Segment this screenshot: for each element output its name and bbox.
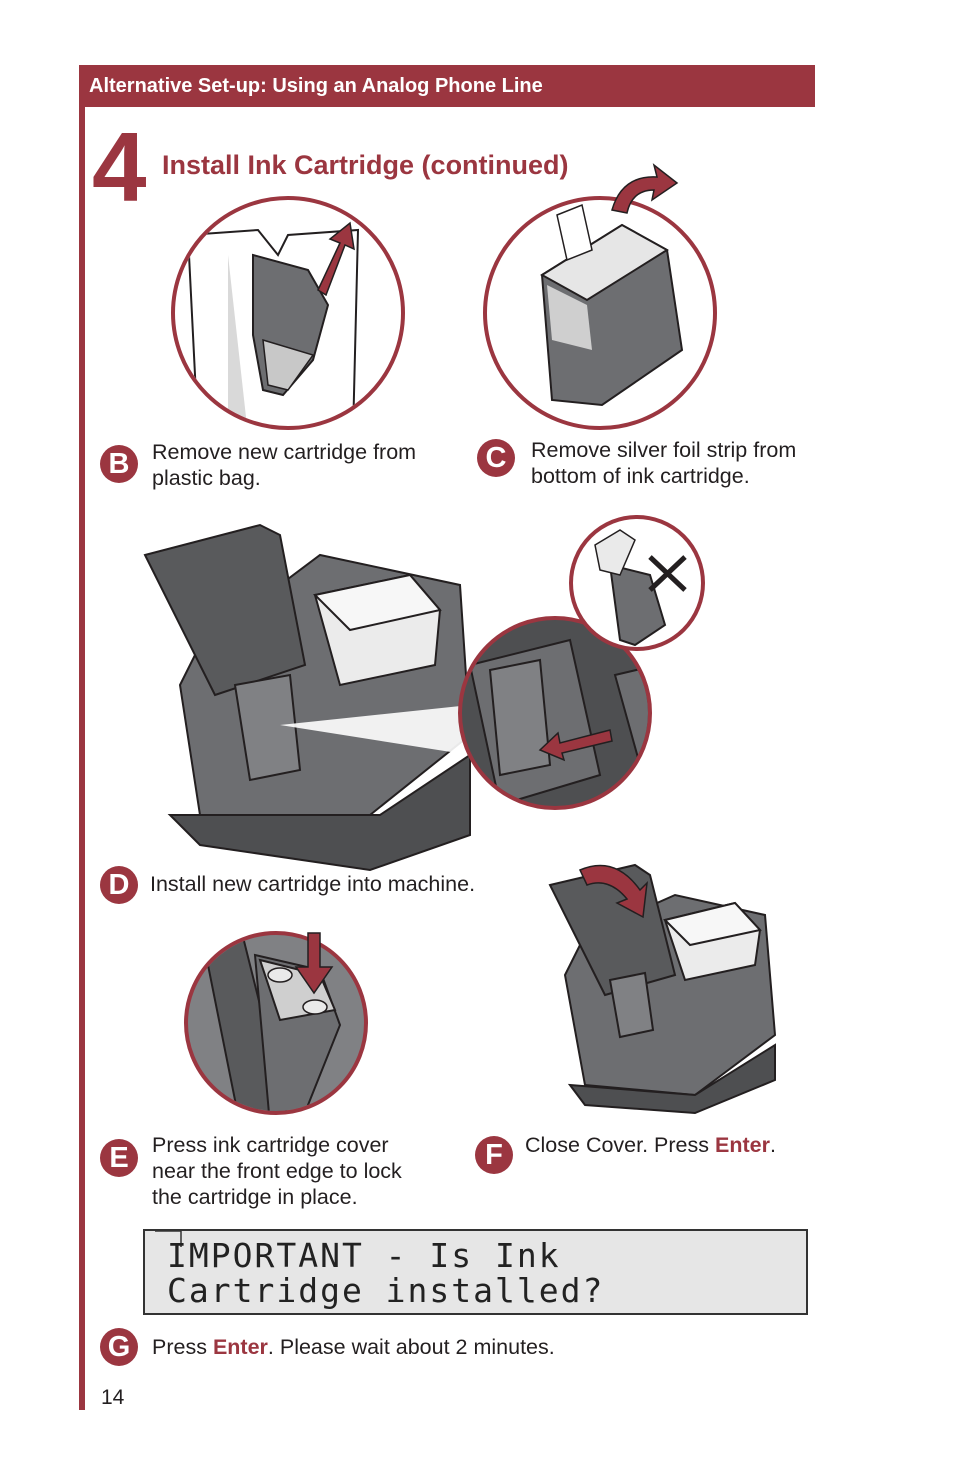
step-title: Install Ink Cartridge (continued) bbox=[162, 150, 569, 180]
step-c-caption: Remove silver foil strip from bottom of … bbox=[531, 438, 797, 488]
not-allowed-x-icon bbox=[648, 555, 687, 592]
step-badge-d: D bbox=[100, 866, 138, 904]
section-header-title: Alternative Set-up: Using an Analog Phon… bbox=[89, 75, 543, 97]
step-e-caption: Press ink cartridge cover near the front… bbox=[152, 1133, 402, 1209]
enter-key-label: Enter bbox=[714, 1133, 770, 1157]
step-g-text: Press bbox=[152, 1335, 213, 1359]
step-f-period: . bbox=[769, 1133, 776, 1157]
step-g-caption: Press Enter. Please wait about 2 minutes… bbox=[152, 1334, 555, 1360]
step-badge-c: C bbox=[477, 439, 515, 477]
step-badge-b: B bbox=[100, 445, 138, 483]
step-f-text: Close Cover. Press bbox=[525, 1133, 715, 1157]
lcd-line-1: IMPORTANT - Is Ink bbox=[167, 1236, 561, 1275]
lift-arrow-icon bbox=[317, 221, 355, 297]
step-number: 4 bbox=[92, 112, 146, 222]
illustration-close-cover bbox=[548, 863, 777, 1115]
insert-arrow-icon bbox=[538, 729, 613, 762]
illustration-remove-foil bbox=[483, 163, 717, 430]
step-d-caption: Install new cartridge into machine. bbox=[150, 872, 476, 896]
lcd-line-2: Cartridge installed? bbox=[167, 1271, 605, 1310]
peel-arrow-icon bbox=[611, 163, 679, 214]
illustration-press-cover bbox=[184, 931, 368, 1115]
step-badge-g: G bbox=[100, 1328, 138, 1366]
close-cover-arrow-icon bbox=[578, 864, 648, 919]
press-down-arrow-icon bbox=[294, 932, 334, 995]
step-g-text-after: . Please wait about 2 minutes. bbox=[267, 1335, 555, 1359]
step-b-caption: Remove new cartridge from plastic bag. bbox=[152, 440, 417, 490]
step-badge-e: E bbox=[100, 1139, 138, 1177]
lcd-display: IMPORTANT - Is Ink Cartridge installed? bbox=[143, 1229, 808, 1315]
illustration-remove-from-bag bbox=[171, 196, 405, 430]
page-number: 14 bbox=[101, 1386, 125, 1409]
lcd-corner-mark bbox=[155, 1230, 182, 1247]
enter-key-label: Enter bbox=[212, 1335, 268, 1359]
left-rule bbox=[79, 107, 85, 1410]
step-badge-f: F bbox=[475, 1136, 513, 1174]
step-f-caption: Close Cover. Press Enter. bbox=[525, 1132, 776, 1158]
section-header: Alternative Set-up: Using an Analog Phon… bbox=[79, 65, 815, 107]
illustration-install-cartridge bbox=[143, 515, 705, 872]
